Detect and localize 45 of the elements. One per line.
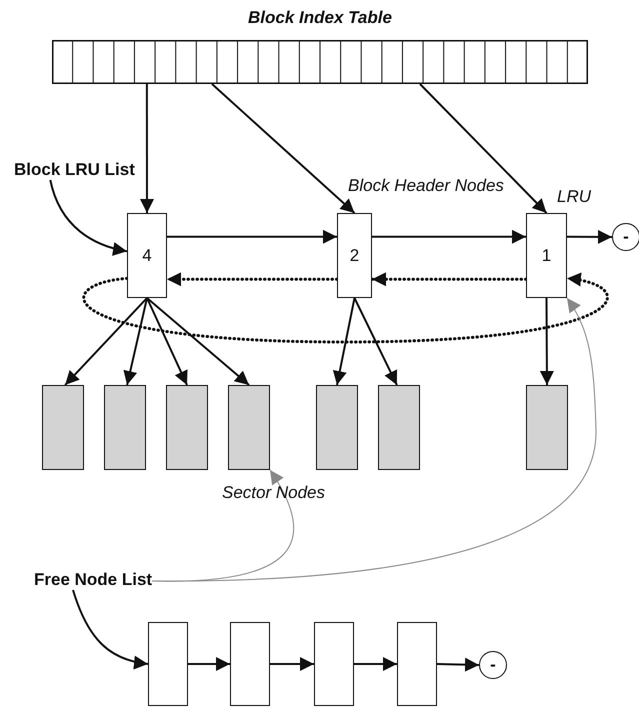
sector-box xyxy=(228,385,270,470)
arrow xyxy=(49,180,128,256)
sector-box xyxy=(166,385,208,470)
node-caption: LRU xyxy=(557,187,592,207)
arrow xyxy=(64,297,148,386)
block-header-box: 1 xyxy=(526,213,567,298)
arrow xyxy=(188,657,230,671)
arrow xyxy=(140,84,154,213)
sector-box xyxy=(526,385,568,470)
arrow xyxy=(123,298,148,386)
arrow xyxy=(211,83,356,214)
arrow xyxy=(332,298,356,386)
free-node-box xyxy=(148,622,188,706)
null-terminator-circle: - xyxy=(479,651,507,679)
arrow xyxy=(354,657,397,671)
dotted-arrow xyxy=(166,272,338,286)
arrow xyxy=(146,298,188,386)
arrow xyxy=(72,590,148,669)
dotted-arrow xyxy=(370,272,528,286)
free-node-box xyxy=(397,622,437,706)
arrow xyxy=(152,298,596,582)
sector-box xyxy=(316,385,358,470)
free-node-box xyxy=(230,622,270,706)
group-label: Sector Nodes xyxy=(222,483,325,503)
arrow xyxy=(167,230,337,244)
list-label: Free Node List xyxy=(34,570,152,590)
sector-box xyxy=(378,385,420,470)
sector-box xyxy=(104,385,146,470)
arrow xyxy=(270,657,314,671)
table-title: Block Index Table xyxy=(247,8,393,28)
arrow xyxy=(372,230,526,244)
null-terminator-circle: - xyxy=(612,223,639,251)
block-header-box: 4 xyxy=(127,213,167,298)
arrow xyxy=(567,230,612,244)
arrow xyxy=(436,658,480,672)
arrow xyxy=(540,298,554,385)
sector-box xyxy=(42,385,84,470)
list-label: Block LRU List xyxy=(14,160,135,180)
arrow xyxy=(354,298,398,386)
arrow xyxy=(146,297,250,386)
group-label: Block Header Nodes xyxy=(348,176,504,196)
free-node-box xyxy=(314,622,354,706)
dotted-arrow xyxy=(82,274,609,344)
arrow xyxy=(419,83,548,214)
block-header-box: 2 xyxy=(337,213,372,298)
